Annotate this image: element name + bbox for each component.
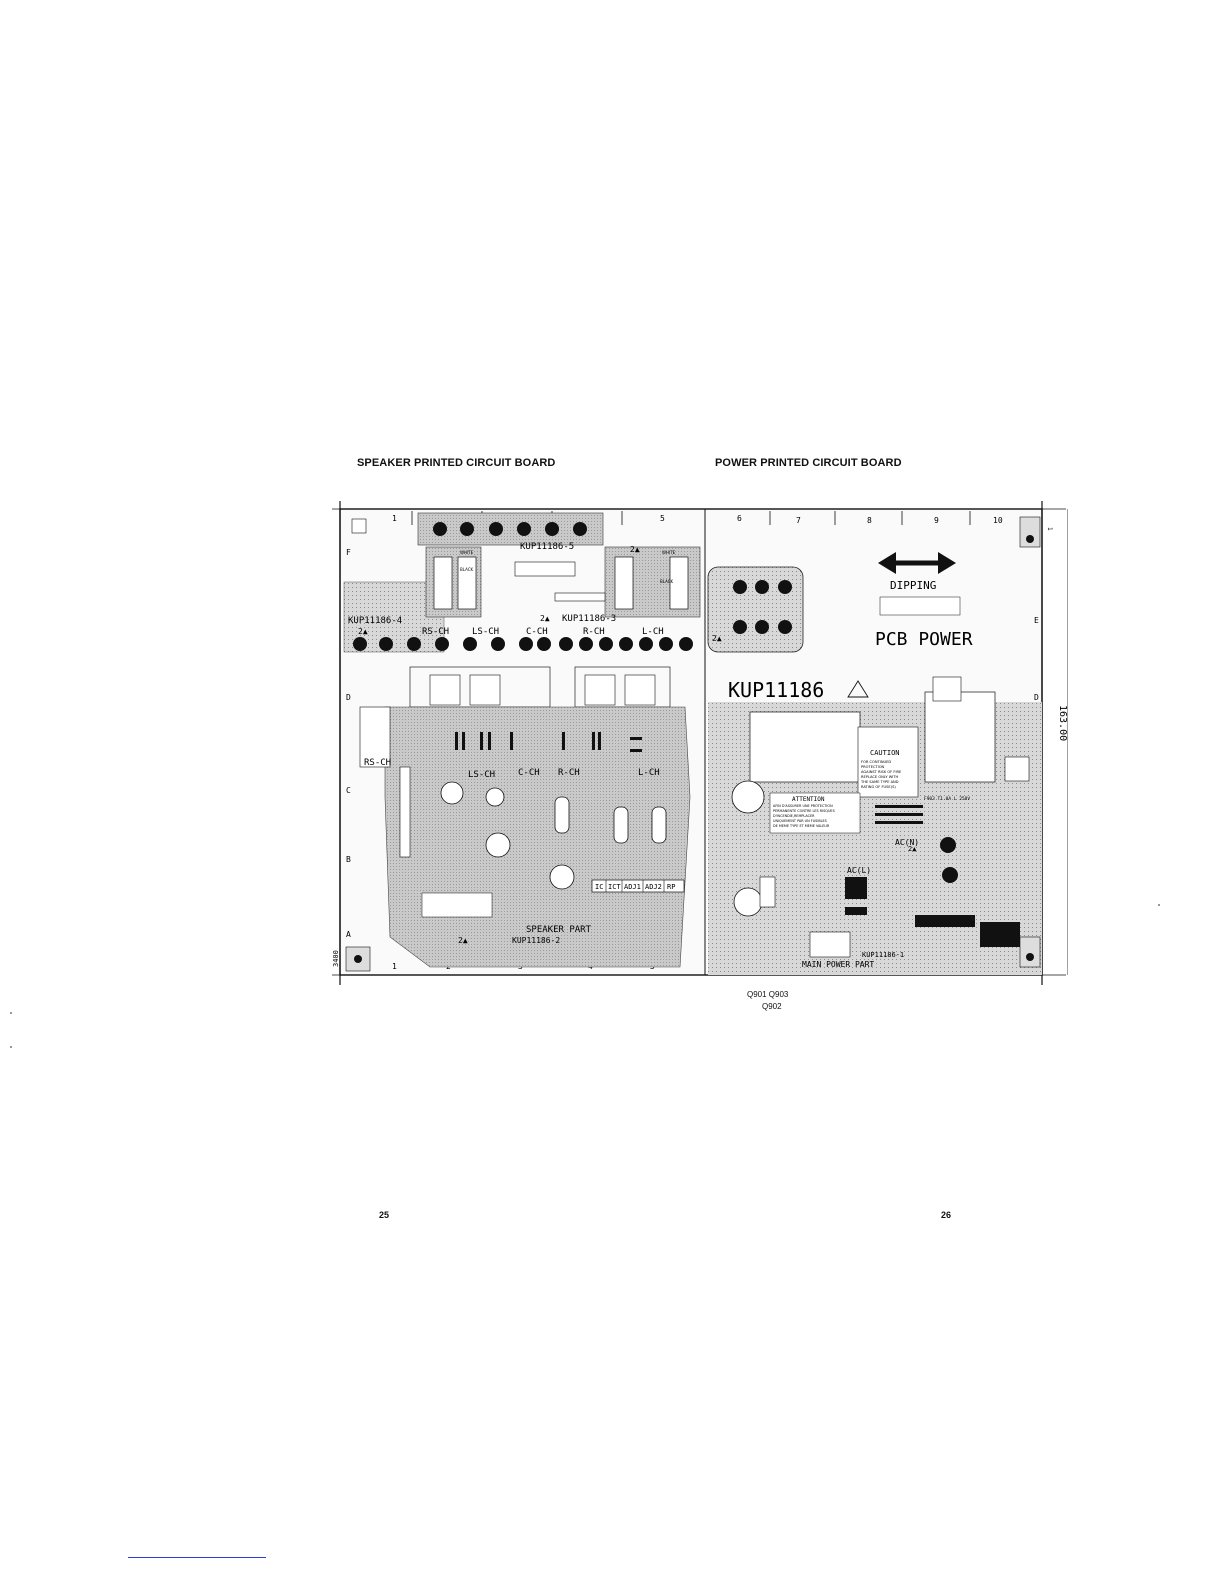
svg-text:REPLACE ONLY WITH: REPLACE ONLY WITH [861, 775, 899, 779]
transformer-pad [707, 566, 804, 653]
ac-l-label: AC(L) [847, 866, 871, 875]
grid-top-9: 9 [934, 516, 939, 525]
attention-title: ATTENTION [792, 796, 825, 803]
margin-mark [10, 1046, 12, 1048]
svg-text:DE MEME TYPE ET MEME VALEUR: DE MEME TYPE ET MEME VALEUR [773, 824, 830, 828]
svg-text:D'INCENDIE,REMPLACER: D'INCENDIE,REMPLACER [773, 814, 815, 818]
ch-top-ls: LS-CH [472, 627, 499, 637]
mounting-holes [1004, 516, 1041, 968]
adj-ict: ICT [608, 883, 621, 891]
cable-white-2: WHITE [662, 550, 676, 555]
kup-5-label: KUP11186-5 [520, 542, 574, 552]
rotated-code-left: 3400 [332, 950, 340, 967]
dipping-arrow-icon [878, 552, 956, 574]
attention-box [769, 792, 861, 834]
page-number-right: 26 [941, 1210, 952, 1220]
output-terminals [353, 637, 693, 651]
svg-text:PERMANENTE CONTRE LES RISQUES: PERMANENTE CONTRE LES RISQUES [773, 809, 835, 813]
rotated-code-right: 1 [1046, 527, 1053, 531]
ch-mid-rs: RS-CH [364, 758, 391, 768]
ch-top-rs: RS-CH [422, 627, 449, 637]
svg-text:RATING OF FUSE(S): RATING OF FUSE(S) [861, 785, 896, 789]
adj-adj2: ADJ2 [645, 883, 662, 891]
top-terminals [433, 522, 587, 536]
page-number-left: 25 [379, 1210, 390, 1220]
fuse-label: F903 T1.0A L 250V [924, 796, 970, 802]
ac-n-label: AC(N) [895, 838, 919, 847]
caption-q901-q903: Q901 Q903 [747, 990, 789, 999]
ul-mark-top: 2▲ [630, 545, 640, 554]
grid-top-5: 5 [660, 514, 665, 523]
ul-mark-mid: 2▲ [540, 614, 550, 623]
grid-top-10: 10 [993, 516, 1003, 525]
caution-box [857, 726, 919, 798]
ul-mark-bottom: 2▲ [458, 936, 468, 945]
svg-text:PROTECTION: PROTECTION [861, 765, 885, 769]
pcb-diagram: 163.00 1 2 3 4 5 6 7 8 9 10 1 2 3 4 5 6 … [332, 501, 1068, 985]
grid-top-7: 7 [796, 516, 801, 525]
svg-text:UNIQUEMENT PAR UN FUSIBLES: UNIQUEMENT PAR UN FUSIBLES [773, 819, 827, 823]
caution-lines: FOR CONTINUED PROTECTION AGAINST RISK OF… [860, 760, 902, 789]
kup-4-label: KUP11186-4 [348, 616, 402, 626]
warning-triangle-icon [847, 680, 869, 698]
ul-mark-left: 2▲ [358, 627, 368, 636]
transformer-pins [733, 580, 792, 634]
margin-mark [1158, 904, 1160, 906]
kup-3-label: KUP11186-3 [562, 614, 616, 624]
cable-white-1: WHITE [460, 550, 474, 555]
kup-main-label: KUP11186 [728, 678, 824, 702]
dimension-label: 163.00 [1057, 705, 1068, 741]
kup-1-label: KUP11186-1 [862, 951, 904, 959]
svg-text:AGAINST RISK OF FIRE: AGAINST RISK OF FIRE [861, 770, 902, 774]
adj-rp: RP [667, 883, 675, 891]
grid-bottom-1: 1 [392, 962, 397, 971]
ch-mid-ls: LS-CH [468, 770, 495, 780]
grid-top-8: 8 [867, 516, 872, 525]
channel-labels-top: RS-CH LS-CH C-CH R-CH L-CH [422, 627, 664, 637]
dipping-label: DIPPING [890, 579, 936, 592]
ch-mid-r: R-CH [558, 768, 580, 778]
ch-top-l: L-CH [642, 627, 664, 637]
power-board-title: POWER PRINTED CIRCUIT BOARD [715, 457, 902, 469]
ch-top-r: R-CH [583, 627, 605, 637]
svg-text:THE SAME TYPE AND: THE SAME TYPE AND [860, 780, 899, 784]
cable-black-2: BLACK [660, 579, 674, 584]
pcb-power-label: PCB POWER [875, 629, 973, 650]
ul-mark-ac: 2▲ [908, 845, 917, 853]
grid-top-6: 6 [737, 514, 742, 523]
row-c: C [346, 786, 351, 795]
speaker-part-label: SPEAKER PART [526, 925, 592, 935]
adj-table: IC ICT ADJ1 ADJ2 RP [591, 879, 685, 893]
ul-mark-power: 2▲ [712, 634, 722, 643]
row-b: B [346, 855, 351, 864]
adj-adj1: ADJ1 [624, 883, 641, 891]
ch-top-c: C-CH [526, 627, 548, 637]
footnote-rule [128, 1557, 266, 1558]
grid-top-1: 1 [392, 514, 397, 523]
row-f: F [346, 548, 351, 557]
cable-black-1: BLACK [460, 567, 474, 572]
row-d-right: D [1034, 693, 1039, 702]
svg-text:FOR CONTINUED: FOR CONTINUED [861, 760, 891, 764]
ch-mid-c: C-CH [518, 768, 540, 778]
attention-lines: AFIN D'ASSURER UNE PROTECTION PERMANENTE… [773, 804, 835, 828]
speaker-board-title: SPEAKER PRINTED CIRCUIT BOARD [357, 457, 556, 469]
adj-ic: IC [595, 883, 603, 891]
kup-2-label: KUP11186-2 [512, 936, 560, 945]
terminal-block-top [417, 512, 604, 546]
main-power-part-label: MAIN POWER PART [802, 960, 874, 969]
caution-title: CAUTION [870, 749, 900, 757]
svg-text:AFIN D'ASSURER UNE PROTECTION: AFIN D'ASSURER UNE PROTECTION [773, 804, 833, 808]
caption-q902: Q902 [762, 1002, 782, 1011]
row-e-right: E [1034, 616, 1039, 625]
ch-mid-l: L-CH [638, 768, 660, 778]
channel-labels-mid: RS-CH LS-CH C-CH R-CH L-CH [364, 758, 660, 780]
row-a: A [346, 930, 351, 939]
margin-mark [10, 1012, 12, 1014]
row-d-left: D [346, 693, 351, 702]
